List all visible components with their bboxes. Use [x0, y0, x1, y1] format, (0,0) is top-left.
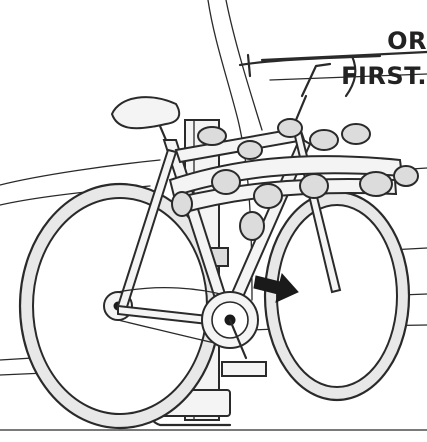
caption-line-2: FIRST. [307, 62, 427, 90]
caption-line-1: OR [347, 27, 427, 55]
bike-seat [112, 97, 179, 140]
